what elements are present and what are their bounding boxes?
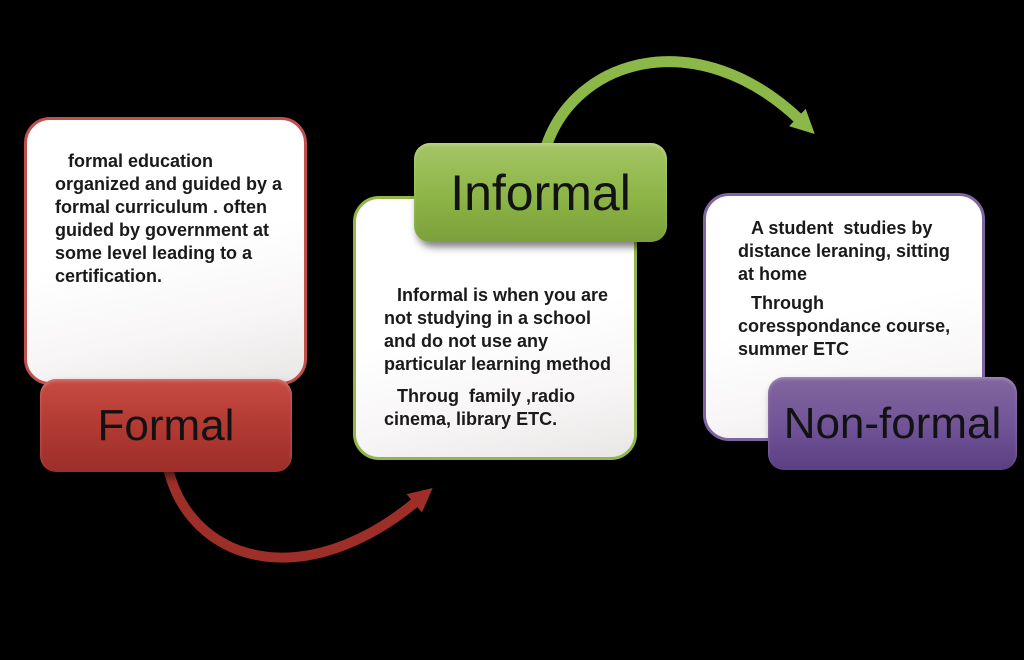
nonformal-card-text: A student studies by distance leraning, … bbox=[738, 218, 956, 284]
informal-card-text: Informal is when you are not studying in… bbox=[384, 285, 614, 374]
nonformal-tag: Non-formal bbox=[768, 377, 1017, 470]
arrow-informal-to-nonformal bbox=[539, 56, 815, 156]
informal-tag: Informal bbox=[414, 143, 667, 242]
formal-tag-label: Formal bbox=[97, 400, 235, 450]
arrow-formal-to-informal bbox=[163, 463, 433, 563]
nonformal-card-text: Through coresspondance course, summer ET… bbox=[738, 293, 956, 359]
nonformal-tag-label: Non-formal bbox=[783, 398, 1002, 448]
formal-card: formal education organized and guided by… bbox=[24, 117, 307, 385]
informal-tag-label: Informal bbox=[450, 164, 631, 221]
informal-card-text: Throug family ,radio cinema, library ETC… bbox=[384, 386, 581, 429]
formal-card-text: formal education organized and guided by… bbox=[55, 151, 288, 286]
formal-tag: Formal bbox=[40, 379, 292, 472]
